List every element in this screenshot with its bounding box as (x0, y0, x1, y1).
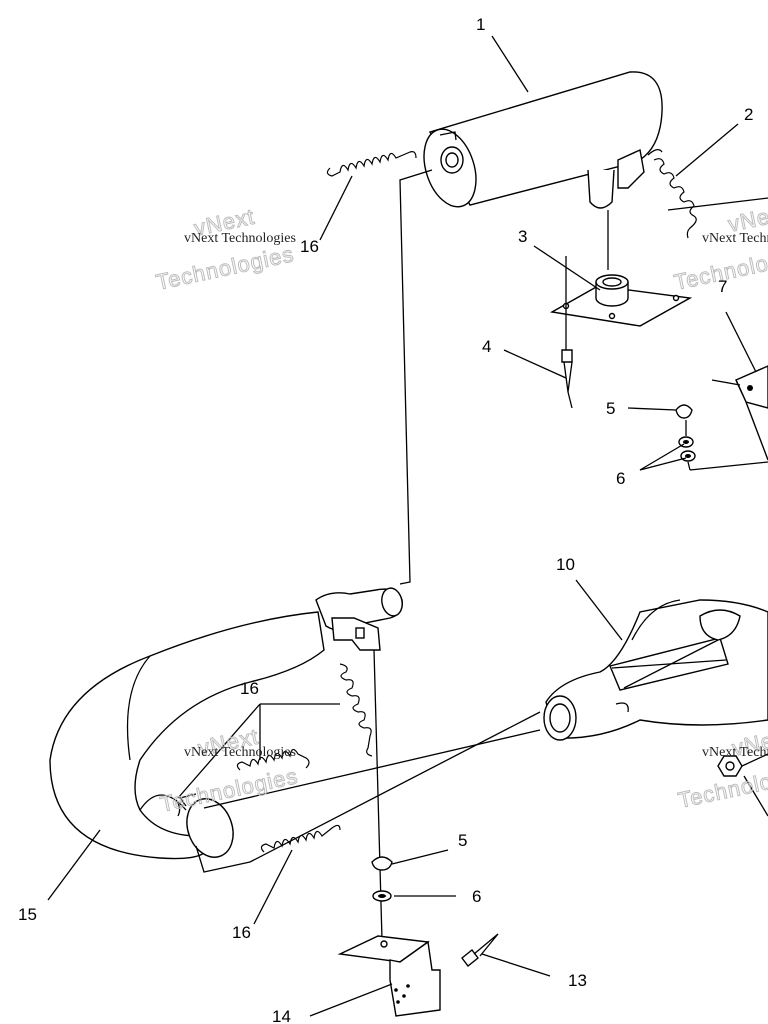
spring-part-16-lower (260, 824, 341, 853)
callout-6-upper: 6 (616, 469, 625, 488)
watermark-top-left: vNext Technologies vNext Technologies (153, 203, 297, 295)
callout-2: 2 (744, 105, 753, 124)
watermark-text: vNext Technologies (702, 231, 768, 246)
mount-plate-part-3 (549, 210, 693, 327)
stud-part-4 (561, 256, 573, 409)
callout-4: 4 (482, 337, 491, 356)
callout-13: 13 (568, 971, 587, 990)
muffler-part-1 (423, 71, 663, 209)
nut-right (717, 753, 768, 817)
callout-7: 7 (718, 277, 727, 296)
watermark-text: vNext Technologies (184, 231, 296, 246)
watermark-big-text: Technologies (158, 763, 301, 817)
callout-5-upper: 5 (606, 399, 615, 418)
spring-part-2 (653, 158, 768, 239)
callout-1: 1 (476, 15, 485, 34)
callout-16-upper: 16 (300, 237, 319, 256)
callout-16-lower: 16 (232, 923, 251, 942)
callout-5-lower: 5 (458, 831, 467, 850)
watermark-big-text: Technologies (154, 241, 297, 295)
callout-16-middle: 16 (240, 679, 259, 698)
spring-part-16-upper (326, 151, 417, 177)
callout-14: 14 (272, 1007, 291, 1024)
grommet-washer-upper (675, 404, 696, 471)
expansion-chamber-part-10 (543, 599, 768, 741)
callout-10: 10 (556, 555, 575, 574)
watermark-text: vNext Technologies (702, 745, 768, 760)
bracket-part-7 (689, 365, 768, 471)
callout-3: 3 (518, 227, 527, 246)
head-pipe-part-15 (49, 587, 541, 941)
stud-part-13 (461, 933, 499, 967)
bracket-part-14 (337, 935, 441, 1017)
callout-6-lower: 6 (472, 887, 481, 906)
assembly-line-left (399, 169, 433, 585)
watermark-text: vNext Technologies (184, 745, 296, 760)
grommet-washer-lower (371, 856, 393, 902)
part-callouts: 1 2 3 4 5 6 7 10 16 16 16 5 6 13 14 15 (18, 15, 753, 1024)
callout-15: 15 (18, 905, 37, 924)
spring-part-16-middle (236, 663, 373, 771)
leader-lines (47, 35, 757, 1017)
watermark-mid-left: vNext Technologies vNext Technologies (157, 723, 301, 817)
